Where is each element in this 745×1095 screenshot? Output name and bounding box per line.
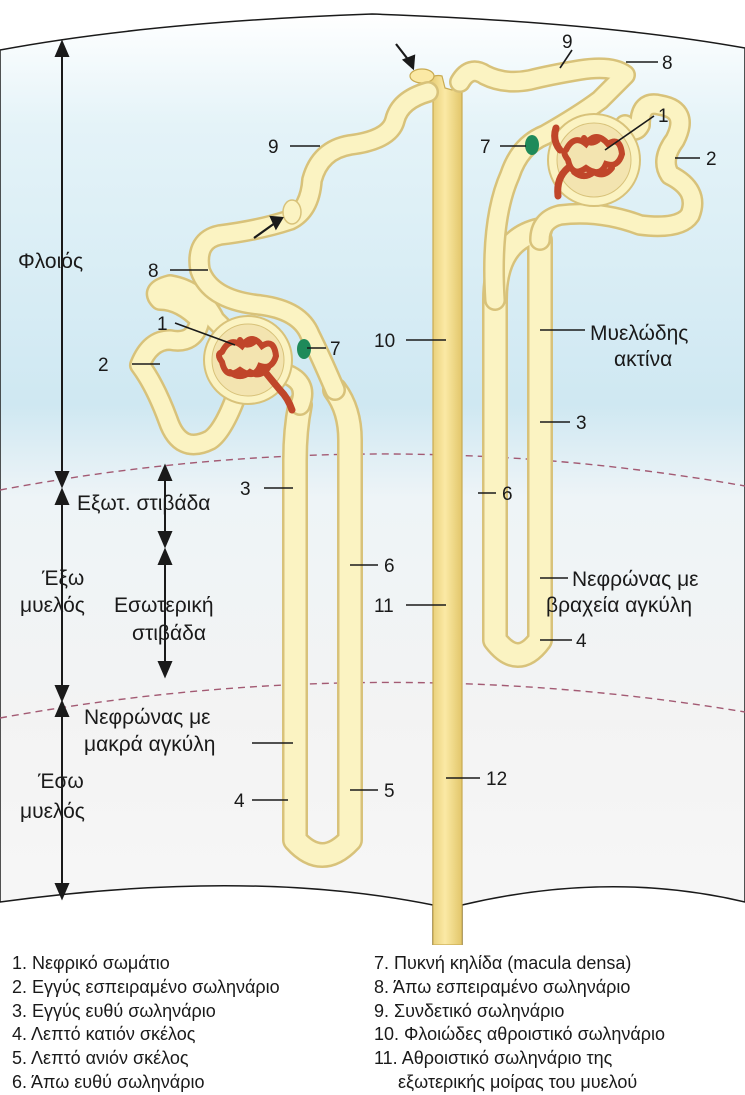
callout-6-long: 6 (384, 556, 395, 577)
callout-12: 12 (486, 769, 507, 790)
legend: 1. Νεφρικό σωμάτιο 2. Εγγύς εσπειραμένο … (0, 948, 745, 1093)
structure-labels: Μυελώδης ακτίνα Νεφρώνας με βραχεία αγκύ… (84, 322, 699, 756)
legend-item-1: 1. Νεφρικό σωμάτιο (12, 953, 170, 973)
callout-11: 11 (374, 596, 394, 617)
legend-item-3: 3. Εγγύς ευθύ σωληνάριο (12, 1000, 216, 1021)
callout-1-short: 1 (658, 106, 669, 127)
label-short-loop-2: βραχεία αγκύλη (546, 594, 692, 617)
legend-item-7: 7. Πυκνή κηλίδα (macula densa) (374, 953, 632, 973)
callout-4-long: 4 (234, 791, 245, 812)
legend-item-2: 2. Εγγύς εσπειραμένο σωληνάριο (12, 976, 280, 997)
collecting-duct (427, 74, 463, 945)
zone-arrows (54, 39, 173, 901)
label-outer-stripe: Εξωτ. στιβάδα (77, 492, 210, 515)
callout-3-long: 3 (240, 479, 251, 500)
callout-7-short: 7 (480, 137, 491, 158)
outer-inner-medulla-boundary (0, 681, 745, 719)
label-inner-medulla-1: Έσω (37, 770, 84, 793)
label-long-loop-2: μακρά αγκύλη (84, 733, 215, 756)
legend-item-4: 4. Λεπτό κατιόν σκέλος (12, 1024, 196, 1045)
zone-labels: Φλοιός Εξωτ. στιβάδα Έξω μυελός Εσωτερικ… (18, 250, 214, 823)
callout-7-long: 7 (330, 339, 341, 360)
label-outer-medulla-2: μυελός (20, 594, 85, 617)
label-cortex: Φλοιός (18, 250, 83, 273)
short-loop-nephron (449, 57, 704, 668)
callout-9-long: 9 (268, 137, 279, 158)
label-short-loop-1: Νεφρώνας με (572, 568, 699, 591)
callout-4-short: 4 (576, 631, 587, 652)
label-medullary-ray-1: Μυελώδης (590, 322, 688, 345)
label-inner-stripe-2: στιβάδα (132, 622, 206, 645)
legend-item-5: 5. Λεπτό ανιόν σκέλος (12, 1048, 189, 1069)
nephron-diagram: Φλοιός Εξωτ. στιβάδα Έξω μυελός Εσωτερικ… (0, 13, 745, 945)
legend-item-11-continued: εξωτερικής μοίρας του μυελού (398, 1071, 638, 1092)
label-medullary-ray-2: ακτίνα (614, 348, 672, 371)
callout-6-short: 6 (502, 484, 513, 505)
callout-9-short: 9 (562, 32, 573, 53)
legend-left-column: 1. Νεφρικό σωμάτιο 2. Εγγύς εσπειραμένο … (12, 952, 280, 1095)
label-outer-medulla-1: Έξω (41, 567, 84, 590)
legend-item-10: 10. Φλοιώδες αθροιστικό σωληνάριο (374, 1024, 666, 1045)
number-callouts: 1 2 3 4 5 6 7 8 9 10 11 12 1 2 3 4 6 7 8… (98, 32, 717, 812)
legend-item-9: 9. Συνδετικό σωληνάριο (374, 1000, 565, 1021)
leader-lines (132, 49, 700, 801)
inflow-arrows (253, 43, 416, 239)
legend-item-6: 6. Άπω ευθύ σωληνάριο (12, 1071, 205, 1092)
callout-1-long: 1 (157, 314, 168, 335)
callout-5-long: 5 (384, 781, 395, 802)
short-loop-macula-densa (525, 135, 539, 155)
callout-8-short: 8 (662, 53, 673, 74)
callout-10: 10 (374, 331, 395, 352)
legend-item-11: 11. Αθροιστικό σωληνάριο της (374, 1048, 613, 1069)
legend-item-8: 8. Άπω εσπειραμένο σωληνάριο (374, 976, 631, 997)
callout-8-long: 8 (148, 261, 159, 282)
collecting-duct-inlet (409, 68, 435, 84)
label-inner-medulla-2: μυελός (20, 800, 85, 823)
legend-right-column: 7. Πυκνή κηλίδα (macula densa) 8. Άπω εσ… (374, 952, 665, 1095)
long-loop-macula-densa (297, 339, 311, 359)
callout-2-long: 2 (98, 355, 109, 376)
long-loop-cut-end (282, 199, 302, 225)
callout-2-short: 2 (706, 149, 717, 170)
cortex-medulla-boundary (0, 453, 745, 491)
long-loop-nephron (129, 81, 439, 868)
label-inner-stripe-1: Εσωτερική (114, 594, 214, 617)
short-loop-glomerulus (551, 124, 626, 200)
long-loop-glomerulus (216, 336, 296, 414)
label-long-loop-1: Νεφρώνας με (84, 706, 211, 729)
callout-3-short: 3 (576, 413, 587, 434)
